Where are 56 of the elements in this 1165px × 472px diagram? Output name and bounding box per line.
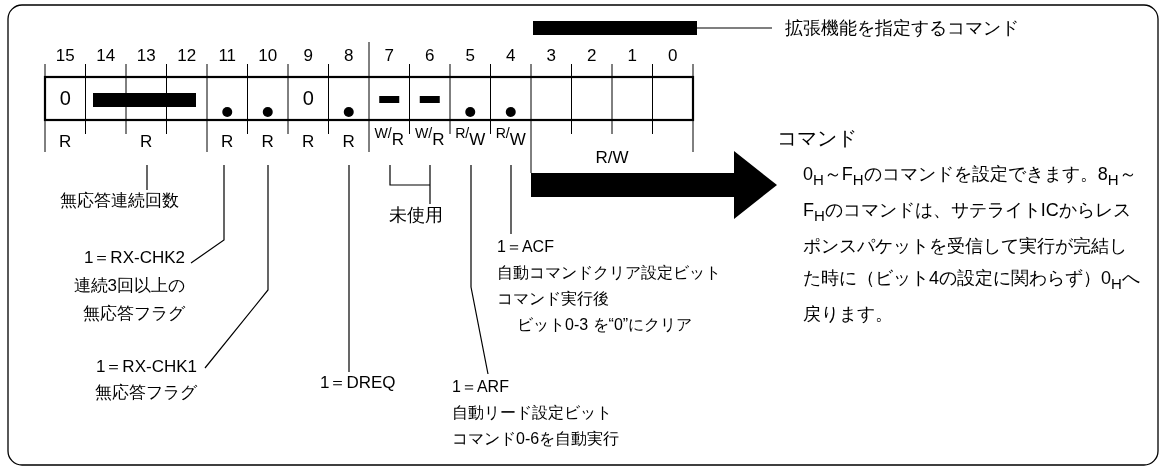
leader-line [348,164,350,373]
bit-number: 6 [425,46,435,64]
leader-line [696,27,773,29]
bit-number: 8 [344,46,354,64]
description-text: 無応答連続回数 [60,190,179,212]
bit-number: 9 [303,46,313,64]
description-text: 自動リード設定ビット [452,403,613,423]
description-text: 無応答フラグ [94,382,197,404]
leader-line [470,164,489,375]
description-text: 0$_{H}$～F$_{H}$のコマンドを設定できます。8$_{H}$～F$_{H}$のコマンドは、サテライトICからレスポンスパケットを受信して実行が完結した時に（ビット4の設定に関わらず）0$_{H}$へ戻ります。 [803,163,1141,326]
description-text: 1＝DREQ [320,372,396,394]
flag-label: 1＝RX-CHK1 [94,356,197,378]
block-arrow [531,151,777,219]
bit-value: 0 [59,88,71,108]
bit-number: 4 [506,46,516,64]
bit-number: 11 [218,46,237,64]
description-text: 未使用 [389,204,443,227]
access-label: $^{R/}$W [495,126,526,148]
leader-line [510,164,512,235]
access-label: R [140,132,153,150]
bit-number: 3 [546,46,556,64]
bit-number: 0 [668,46,678,64]
section-heading: コマンド [777,126,858,151]
bit-value: 0 [302,88,314,108]
bit-number: 12 [177,46,197,64]
access-label: R/W [595,148,629,166]
bit-number: 7 [384,46,394,64]
access-label: R [302,132,315,150]
bit-number: 5 [465,46,475,64]
access-label: $^{R/}$W [455,126,486,148]
access-label: R [59,132,72,150]
bit-number: 14 [96,46,116,64]
access-label: $^{W/}$R [414,126,445,148]
bit-number: 15 [55,46,75,64]
description-text: コマンド実行後 [497,289,610,309]
description-text: 自動コマンドクリア設定ビット [497,263,721,283]
bit-number: 1 [627,46,637,64]
leader-line [389,164,431,205]
flag-label: 1＝ARF [452,377,510,397]
leader-line [204,164,269,369]
bit-number: 13 [136,46,156,64]
bit-number: 2 [587,46,597,64]
access-label: $^{W/}$R [374,126,405,148]
access-label: R [221,132,234,150]
leader-line [190,164,225,264]
access-label: R [342,132,355,150]
flag-label: 1＝RX-CHK2 [82,247,185,269]
access-label: R [261,132,274,150]
flag-label: 1＝ACF [497,237,555,257]
description-text: ビット0-3 を“0”にクリア [516,315,694,335]
description-text: コマンド0-6を自動実行 [452,429,620,449]
description-text: 拡張機能を指定するコマンド [785,17,1019,40]
bit-number: 10 [258,46,278,64]
field-bar [533,21,697,35]
description-text: 連続3回以上の無応答フラグ [72,275,185,325]
leader-line [146,164,148,191]
